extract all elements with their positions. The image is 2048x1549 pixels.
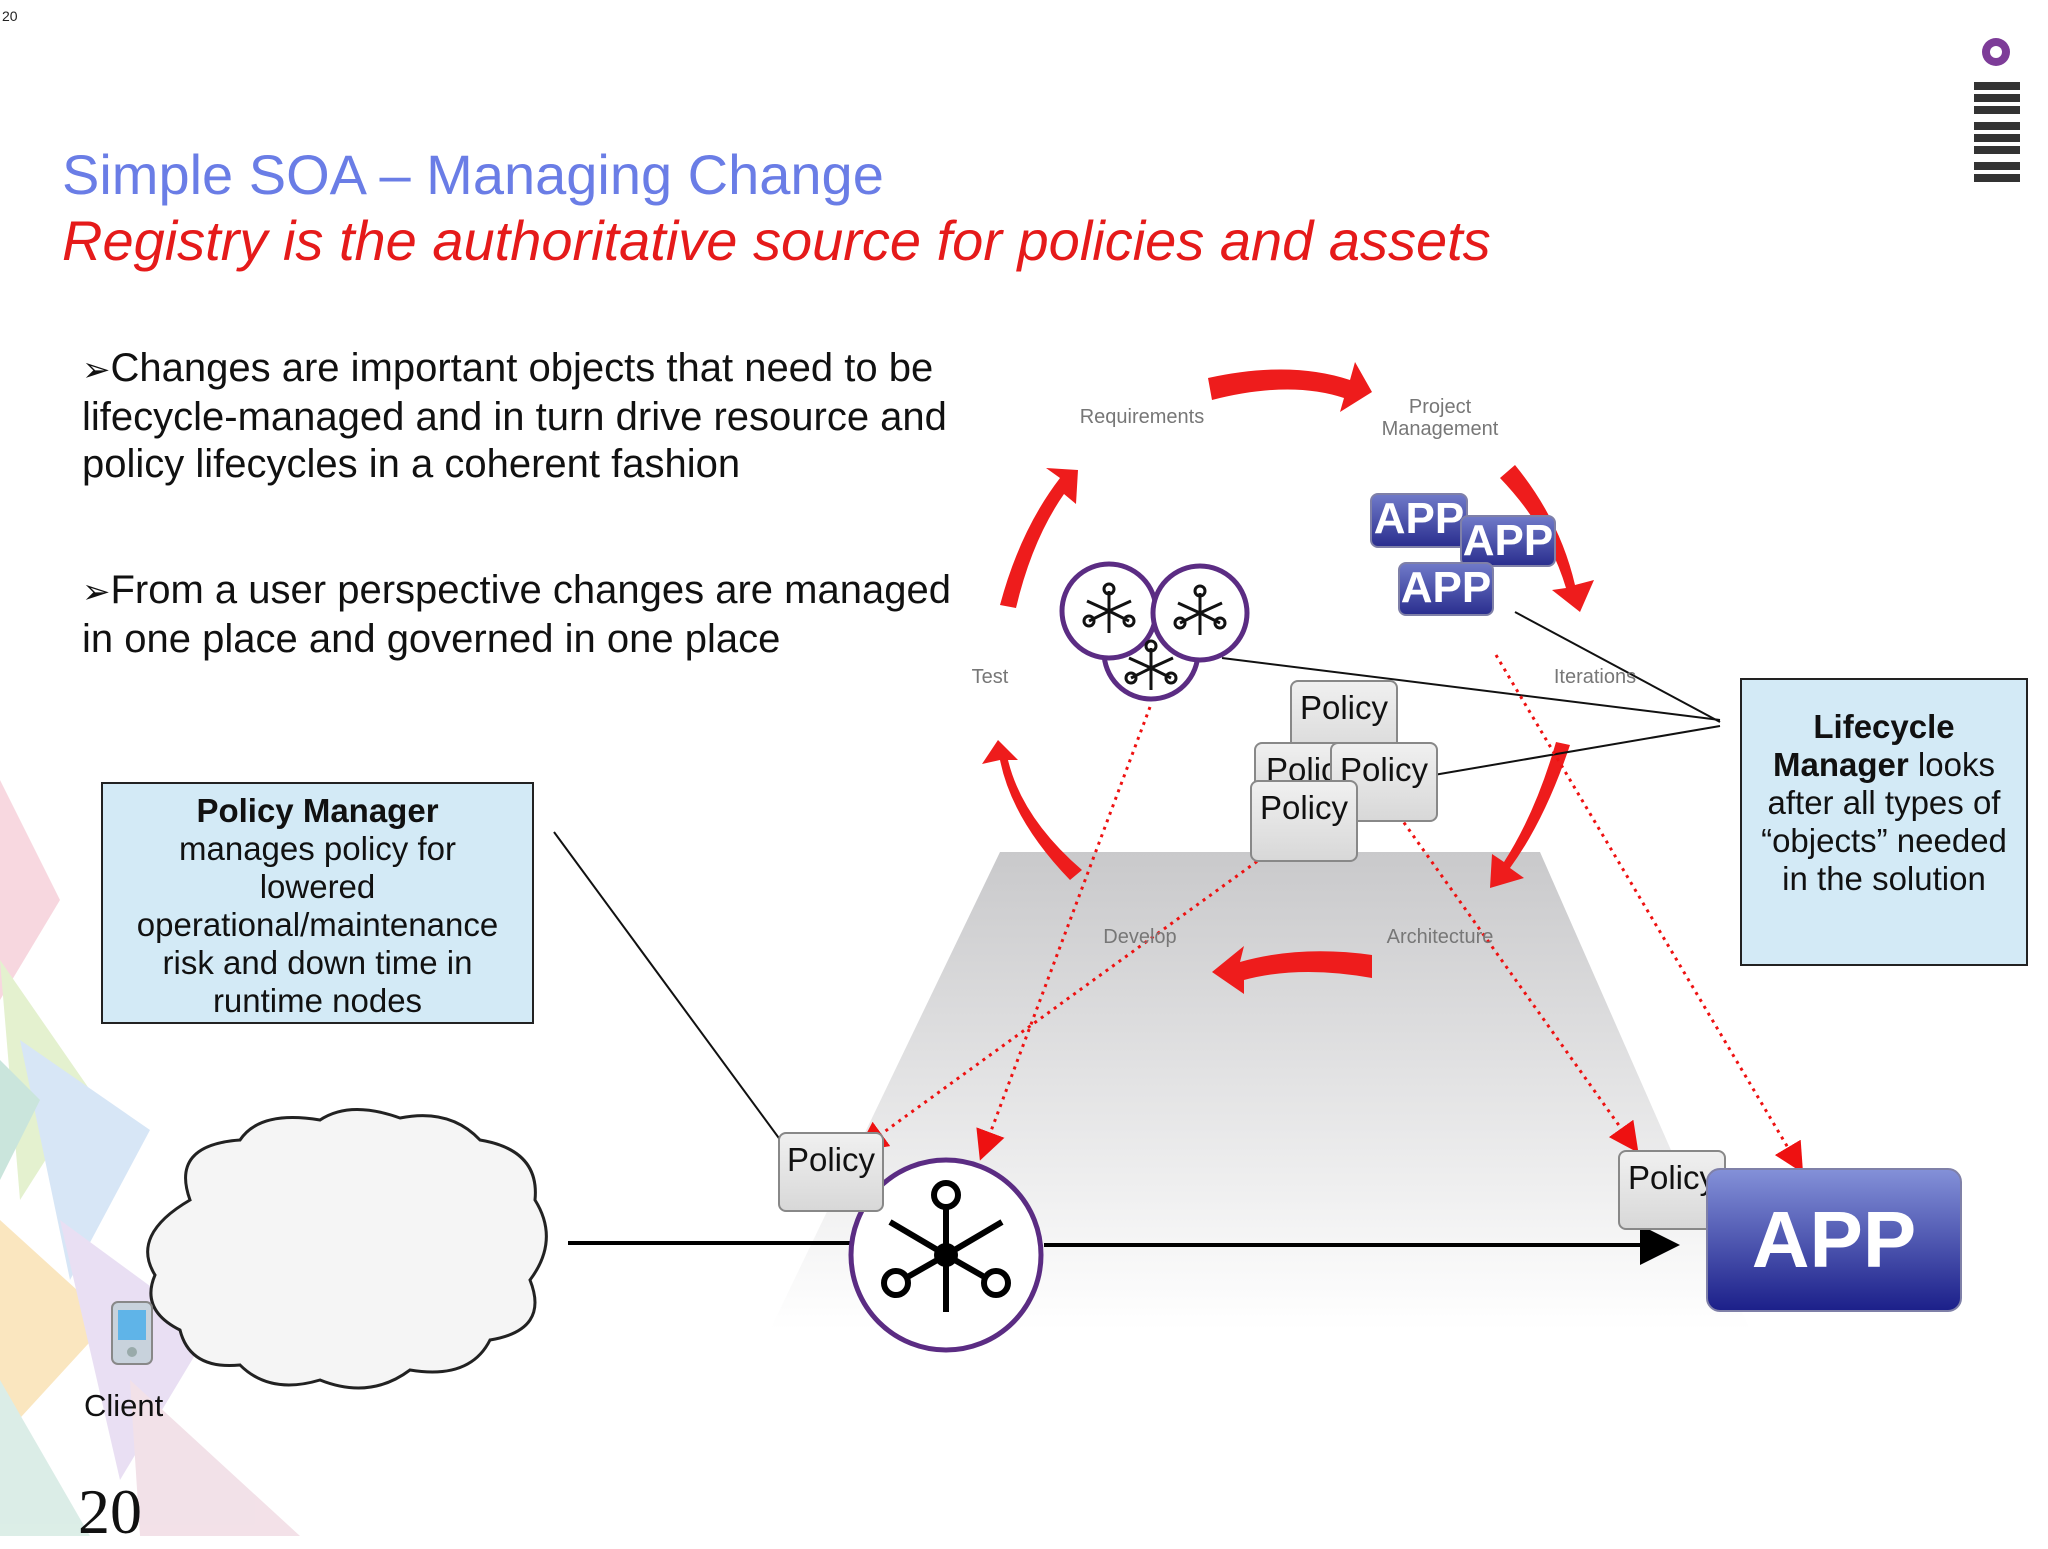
phone-icon bbox=[111, 1301, 153, 1365]
connector-lines bbox=[553, 611, 1721, 1176]
policy-manager-callout: Policy Manager manages policy for lowere… bbox=[101, 782, 534, 1024]
page-number: 20 bbox=[78, 1476, 142, 1547]
arrow-bullet-icon: ➢ bbox=[82, 572, 111, 612]
corner-number: 20 bbox=[2, 8, 18, 24]
phase-project-management: Project Management bbox=[1381, 396, 1499, 440]
cloud-icon bbox=[146, 1108, 548, 1390]
bullet-item: ➢Changes are important objects that need… bbox=[82, 345, 962, 488]
lifecycle-manager-callout: Lifecycle Manager looks after all types … bbox=[1740, 678, 2028, 966]
policy-manager-body: manages policy for lowered operational/m… bbox=[136, 830, 499, 1019]
arrow-bullet-icon: ➢ bbox=[82, 350, 111, 390]
app-card: APP bbox=[1460, 515, 1556, 567]
slide-subtitle: Registry is the authoritative source for… bbox=[62, 209, 1491, 272]
policy-card-runtime: Policy bbox=[778, 1132, 884, 1212]
phase-iterations: Iterations bbox=[1553, 666, 1637, 688]
hub-icon-main bbox=[848, 1157, 1044, 1353]
phase-architecture: Architecture bbox=[1386, 926, 1494, 948]
phase-requirements: Requirements bbox=[1079, 406, 1205, 428]
policy-manager-heading: Policy Manager bbox=[196, 792, 439, 829]
slide-title: Simple SOA – Managing Change bbox=[62, 143, 884, 206]
bullet-item: ➢From a user perspective changes are man… bbox=[82, 567, 962, 663]
phase-test: Test bbox=[971, 666, 1009, 688]
lifecycle-arrows bbox=[982, 362, 1594, 994]
decorative-wedges bbox=[0, 780, 300, 1536]
lifecycle-manager-body: looks after all types of “objects” neede… bbox=[1761, 746, 2007, 897]
bullet-text: Changes are important objects that need … bbox=[82, 346, 947, 486]
app-runtime: APP bbox=[1706, 1168, 1962, 1312]
ibm-logo bbox=[1974, 38, 2020, 182]
lifecycle-manager-heading: Lifecycle Manager bbox=[1773, 708, 1955, 783]
hub-icon-small bbox=[1059, 561, 1250, 702]
policy-distribution-lines bbox=[857, 654, 1804, 1174]
phase-develop: Develop bbox=[1103, 926, 1177, 948]
policy-card: Policy bbox=[1250, 780, 1358, 862]
bullet-text: From a user perspective changes are mana… bbox=[82, 568, 951, 661]
app-card: APP bbox=[1370, 493, 1468, 548]
client-label: Client bbox=[84, 1388, 164, 1423]
app-card: APP bbox=[1398, 562, 1494, 616]
